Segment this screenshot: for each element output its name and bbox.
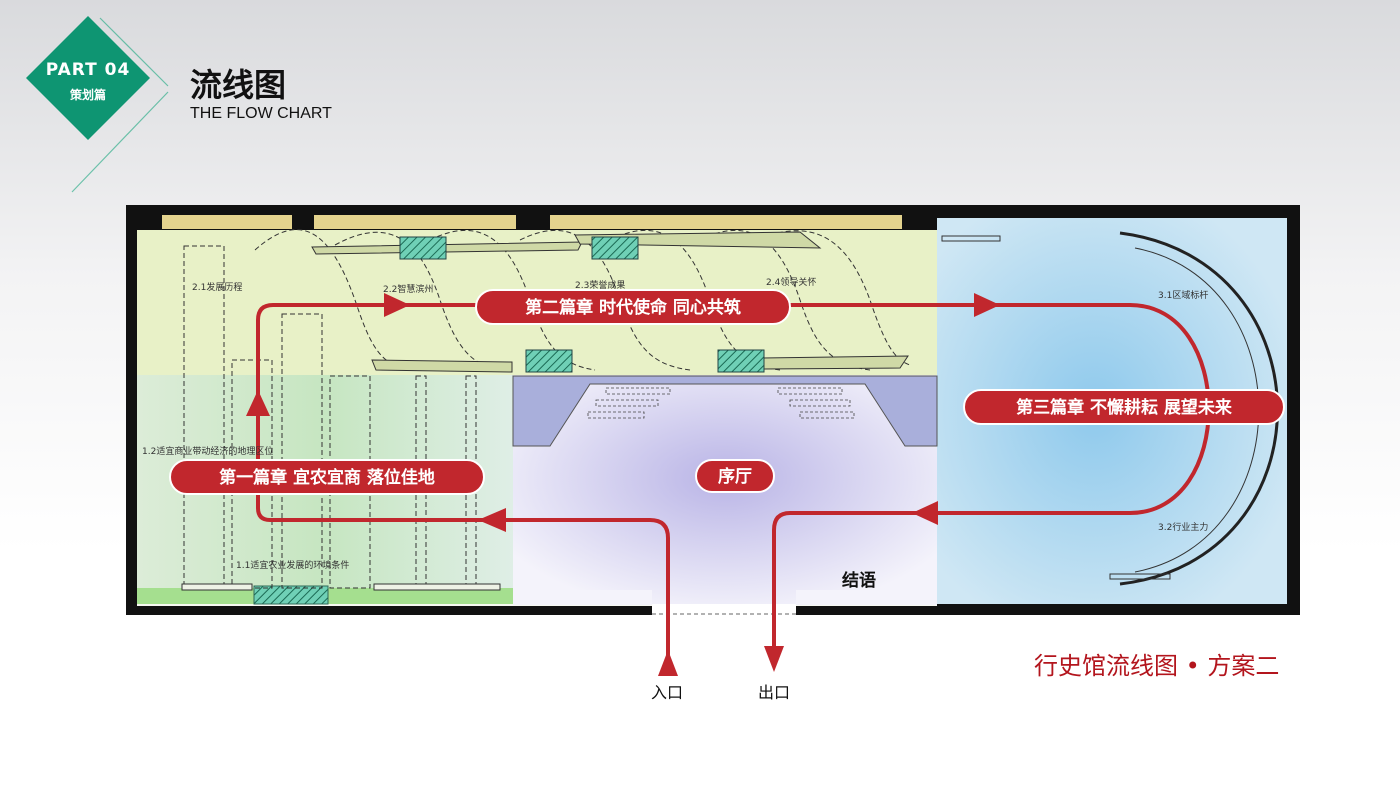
hatched-block — [253, 585, 329, 605]
panel-bases — [181, 583, 501, 591]
chapter-1-pill: 第一篇章 宜农宜商 落位佳地 — [169, 459, 485, 495]
entrance-label: 入口 — [651, 683, 683, 702]
hatched-block — [717, 349, 765, 373]
zone-2-2-label: 2.2智慧滨州 — [383, 283, 433, 295]
chapter-1-label: 第一篇章 宜农宜商 落位佳地 — [219, 467, 435, 488]
arrow-left — [478, 508, 506, 532]
chapter-2-pill: 第二篇章 时代使命 同心共筑 — [475, 289, 791, 325]
chapter-3-label: 第三篇章 不懈耕耘 展望未来 — [1016, 397, 1233, 418]
window — [550, 215, 902, 229]
arrow-exit — [764, 646, 784, 672]
lobby-benches — [587, 387, 855, 419]
flow-arrows — [246, 293, 1000, 676]
display-bar — [941, 235, 1001, 242]
zone-1-1-label: 1.1适宜农业发展的环境条件 — [236, 559, 349, 571]
badge-line — [71, 91, 169, 193]
lobby-label: 序厅 — [718, 466, 752, 487]
page-title: 流线图 — [190, 66, 287, 104]
window — [314, 215, 516, 229]
zone-2-4-label: 2.4领导关怀 — [766, 276, 816, 288]
zone-1-2-label: 1.2适宜商业带动经济的地理区位 — [142, 445, 273, 457]
arrow-left-2 — [912, 501, 938, 525]
arrow-right-1 — [384, 293, 410, 317]
page-subtitle: THE FLOW CHART — [190, 105, 332, 122]
chapter-3-pill: 第三篇章 不懈耕耘 展望未来 — [963, 389, 1285, 425]
zone-2-1-label: 2.1发展历程 — [192, 281, 242, 293]
lobby-pill: 序厅 — [695, 459, 775, 493]
display-bar — [1109, 573, 1171, 580]
part-label: PART 04 — [45, 60, 131, 80]
arrow-right-2 — [974, 293, 1000, 317]
hatched-block — [399, 236, 447, 260]
badge-diamond — [26, 16, 150, 140]
chapter-2-label: 第二篇章 时代使命 同心共筑 — [525, 297, 741, 318]
hatched-block — [591, 236, 639, 260]
arrow-entrance — [658, 650, 678, 676]
badge-line — [99, 17, 169, 87]
lobby-bay — [548, 590, 652, 604]
diagram-caption: 行史馆流线图 • 方案二 — [1034, 652, 1280, 680]
zone-2-3-label: 2.3荣誉成果 — [575, 279, 625, 291]
zone-3-2-label: 3.2行业主力 — [1158, 521, 1208, 533]
lobby-bay — [796, 590, 902, 604]
part-badge — [26, 16, 169, 193]
ending-label: 结语 — [842, 570, 876, 591]
window — [162, 215, 292, 229]
arrow-up — [246, 390, 270, 416]
zone-3-1-label: 3.1区域标杆 — [1158, 289, 1208, 301]
entrance-gap — [652, 604, 796, 616]
lobby-platform — [512, 375, 938, 447]
part-sub: 策划篇 — [69, 88, 106, 102]
hatched-block — [525, 349, 573, 373]
exit-label: 出口 — [758, 683, 790, 702]
flow-route — [256, 303, 1211, 668]
